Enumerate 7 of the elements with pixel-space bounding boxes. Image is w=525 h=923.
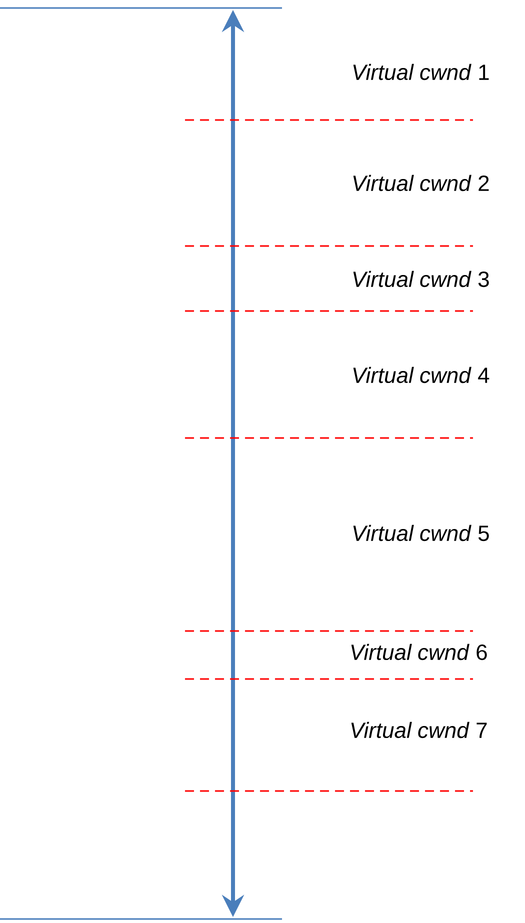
- window-label: Virtual cwnd 6: [351, 644, 487, 660]
- window-label: Virtual cwnd 3: [353, 270, 489, 288]
- window-label: Virtual cwnd 5: [353, 524, 489, 542]
- window-label: Virtual cwnd 4: [353, 366, 490, 384]
- window-label: Virtual cwnd 1: [353, 64, 489, 80]
- window-label: Virtual cwnd 7: [351, 722, 487, 738]
- window-label: Virtual cwnd 2: [353, 174, 489, 192]
